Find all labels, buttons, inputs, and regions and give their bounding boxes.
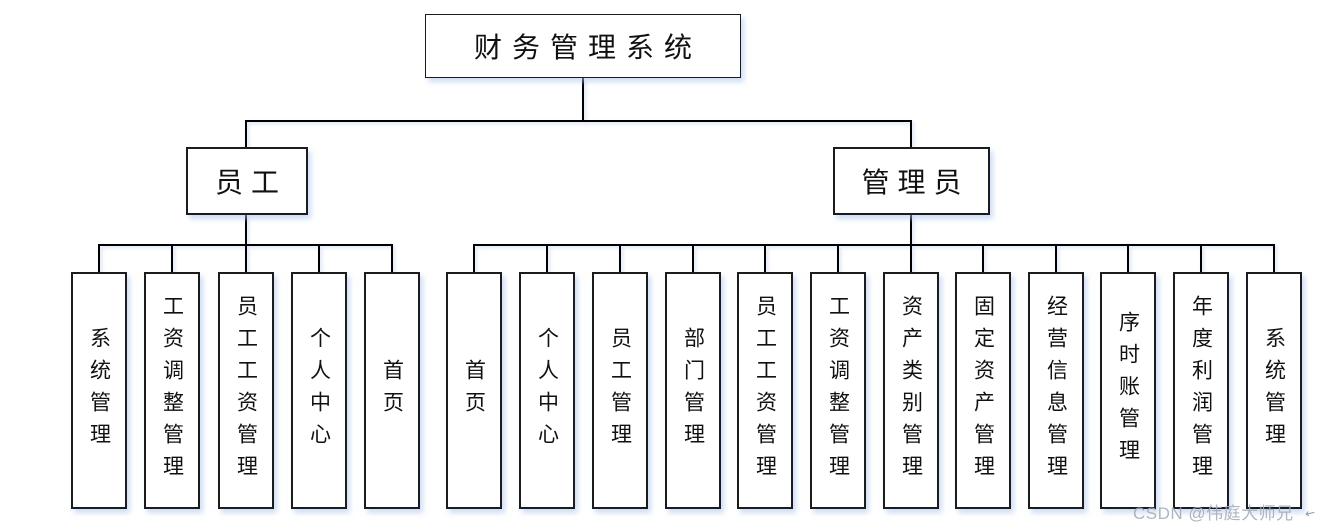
node-leaf-emp-system-mgmt: 系统管理	[71, 272, 127, 509]
leaf-label: 工资调整管理	[160, 294, 185, 487]
node-leaf-adm-business-info-mgmt: 经营信息管理	[1028, 272, 1084, 509]
node-leaf-adm-journal-mgmt: 序时账管理	[1100, 272, 1156, 509]
leaf-label: 员工工资管理	[753, 294, 778, 487]
node-leaf-adm-fixed-asset-mgmt: 固定资产管理	[955, 272, 1011, 509]
node-leaf-adm-asset-category-mgmt: 资产类别管理	[883, 272, 939, 509]
leaf-label: 固定资产管理	[971, 294, 996, 487]
leaf-label: 经营信息管理	[1044, 294, 1069, 487]
node-leaf-emp-home: 首页	[364, 272, 420, 509]
node-leaf-emp-employee-salary-mgmt: 员工工资管理	[218, 272, 274, 509]
node-leaf-adm-personal-center: 个人中心	[519, 272, 575, 509]
leaf-label: 系统管理	[1262, 326, 1287, 455]
node-branch-admin-label: 管理员	[861, 166, 970, 199]
node-leaf-adm-department-mgmt: 部门管理	[665, 272, 721, 509]
node-leaf-adm-system-mgmt: 系统管理	[1246, 272, 1302, 509]
leaf-label: 首页	[380, 358, 405, 423]
node-leaf-adm-employee-mgmt: 员工管理	[592, 272, 648, 509]
node-leaf-adm-home: 首页	[446, 272, 502, 509]
leaf-label: 年度利润管理	[1189, 294, 1214, 487]
connector-group	[98, 78, 1275, 273]
node-root-label: 财务管理系统	[473, 31, 702, 64]
leaf-label: 资产类别管理	[899, 294, 924, 487]
node-branch-admin: 管理员	[833, 147, 990, 215]
node-branch-employee-label: 员工	[214, 166, 287, 199]
leaf-label: 系统管理	[87, 326, 112, 455]
node-leaf-adm-salary-adjust-mgmt: 工资调整管理	[810, 272, 866, 509]
leaf-label: 员工管理	[608, 326, 633, 455]
leaf-label: 个人中心	[307, 326, 332, 455]
leaf-label: 个人中心	[535, 326, 560, 455]
leaf-label: 员工工资管理	[234, 294, 259, 487]
leaf-label: 部门管理	[681, 326, 706, 455]
node-leaf-emp-personal-center: 个人中心	[291, 272, 347, 509]
leaf-label: 首页	[462, 358, 487, 423]
leaf-label: 工资调整管理	[826, 294, 851, 487]
node-branch-employee: 员工	[186, 147, 308, 215]
node-leaf-emp-salary-adjust-mgmt: 工资调整管理	[144, 272, 200, 509]
node-leaf-adm-employee-salary-mgmt: 员工工资管理	[737, 272, 793, 509]
node-leaf-adm-annual-profit-mgmt: 年度利润管理	[1173, 272, 1229, 509]
node-root: 财务管理系统	[425, 14, 741, 78]
leaf-label: 序时账管理	[1116, 310, 1141, 471]
watermark: CSDN @伟庭大师兄	[1133, 504, 1294, 523]
